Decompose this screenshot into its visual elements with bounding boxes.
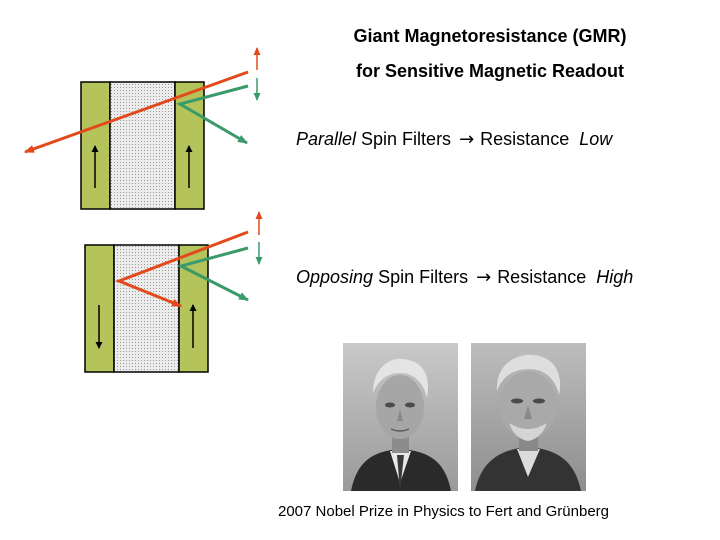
left-magnetic-layer xyxy=(81,82,110,209)
spacer-layer xyxy=(114,245,179,372)
photo-caption: 2007 Nobel Prize in Physics to Fert and … xyxy=(278,503,609,520)
portrait-photo-grunberg xyxy=(471,343,586,491)
portrait-photo-fert xyxy=(343,343,458,491)
